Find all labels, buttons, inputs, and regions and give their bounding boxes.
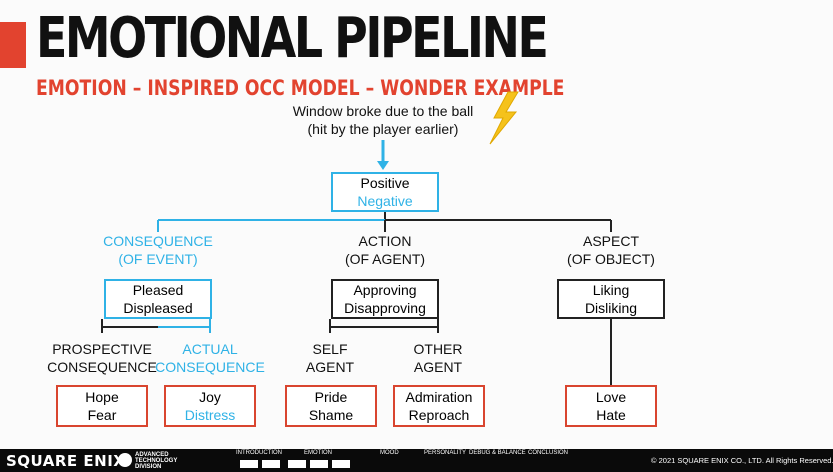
root-box: Positive Negative — [331, 172, 439, 212]
action-box-approving: Approving — [353, 282, 417, 298]
self-agent-label: SELF AGENT — [290, 340, 370, 376]
action-label: ACTION (OF AGENT) — [315, 232, 455, 268]
prospective-label-2: CONSEQUENCE — [47, 359, 157, 375]
leaf-love: Love — [595, 389, 627, 405]
nav-emotion[interactable]: EMOTION — [304, 450, 332, 456]
atd-line-2: TECHNOLOGY — [135, 458, 178, 464]
aspect-box-disliking: Disliking — [584, 300, 638, 316]
atd-line-3: DIVISION — [135, 464, 162, 470]
consequence-label-1: CONSEQUENCE — [103, 233, 213, 249]
consequence-label: CONSEQUENCE (OF EVENT) — [88, 232, 228, 268]
action-box-disapproving: Disapproving — [344, 300, 426, 316]
prospective-label: PROSPECTIVE CONSEQUENCE — [47, 340, 157, 376]
aspect-box: Liking Disliking — [557, 279, 665, 319]
other-agent-label-1: OTHER — [413, 341, 463, 357]
lightning-bolt-icon — [489, 91, 519, 145]
actual-label: ACTUAL CONSEQUENCE — [155, 340, 265, 376]
aspect-label: ASPECT (OF OBJECT) — [541, 232, 681, 268]
joy-distress-box: Joy Distress — [164, 385, 256, 427]
nav-introduction[interactable]: INTRODUCTION — [236, 450, 282, 456]
aspect-label-1: ASPECT — [582, 233, 639, 249]
hope-fear-box: Hope Fear — [56, 385, 148, 427]
copyright-text: © 2021 SQUARE ENIX CO., LTD. All Rights … — [651, 456, 833, 465]
leaf-admiration: Admiration — [405, 389, 473, 405]
atd-logo-text: ADVANCED TECHNOLOGY DIVISION — [135, 452, 177, 470]
aspect-label-2: (OF OBJECT) — [567, 251, 655, 267]
progress-marker — [262, 460, 280, 468]
prospective-label-1: PROSPECTIVE — [52, 341, 152, 357]
aspect-box-liking: Liking — [592, 282, 630, 298]
consequence-box-displeased: Displeased — [123, 300, 193, 316]
event-description: Window broke due to the ball (hit by the… — [268, 102, 498, 138]
love-hate-box: Love Hate — [565, 385, 657, 427]
atd-line-1: ADVANCED — [135, 452, 169, 458]
admiration-reproach-box: Admiration Reproach — [393, 385, 485, 427]
self-agent-label-1: SELF — [312, 341, 348, 357]
footer-bar — [0, 449, 833, 472]
event-line-2: (hit by the player earlier) — [307, 121, 459, 137]
leaf-pride: Pride — [314, 389, 348, 405]
nav-personality[interactable]: PERSONALITY — [424, 450, 467, 456]
pride-shame-box: Pride Shame — [285, 385, 377, 427]
consequence-box: Pleased Displeased — [104, 279, 212, 319]
leaf-joy: Joy — [199, 389, 221, 405]
progress-marker — [240, 460, 258, 468]
leaf-hope: Hope — [85, 389, 119, 405]
nav-debug-balance[interactable]: DEBUG & BALANCE — [469, 450, 526, 456]
page-subtitle: EMOTION – INSPIRED OCC MODEL – WONDER EX… — [36, 76, 565, 100]
atd-logo-icon — [118, 453, 132, 467]
other-agent-label: OTHER AGENT — [398, 340, 478, 376]
consequence-label-2: (OF EVENT) — [118, 251, 198, 267]
progress-marker — [288, 460, 306, 468]
square-enix-logo: SQUARE ENIX — [6, 452, 126, 470]
nav-mood[interactable]: MOOD — [380, 450, 399, 456]
atd-logo: ADVANCED TECHNOLOGY DIVISION — [118, 450, 228, 470]
action-label-1: ACTION — [358, 233, 412, 249]
nav-conclusion[interactable]: CONCLUSION — [528, 450, 569, 456]
other-agent-label-2: AGENT — [413, 359, 463, 375]
leaf-distress: Distress — [184, 407, 236, 423]
event-line-1: Window broke due to the ball — [292, 103, 474, 119]
leaf-reproach: Reproach — [408, 407, 470, 423]
root-box-positive: Positive — [360, 175, 410, 191]
page-title: EMOTIONAL PIPELINE — [36, 6, 549, 71]
root-box-negative: Negative — [357, 193, 413, 209]
consequence-box-pleased: Pleased — [132, 282, 184, 298]
action-label-2: (OF AGENT) — [344, 251, 426, 267]
actual-label-1: ACTUAL — [182, 341, 238, 357]
leaf-shame: Shame — [308, 407, 354, 423]
self-agent-label-2: AGENT — [305, 359, 355, 375]
leaf-hate: Hate — [596, 407, 626, 423]
progress-marker — [310, 460, 328, 468]
progress-marker — [332, 460, 350, 468]
actual-label-2: CONSEQUENCE — [155, 359, 265, 375]
event-arrow-head — [377, 161, 389, 170]
accent-bar — [0, 22, 26, 68]
leaf-fear: Fear — [87, 407, 117, 423]
action-box: Approving Disapproving — [331, 279, 439, 319]
